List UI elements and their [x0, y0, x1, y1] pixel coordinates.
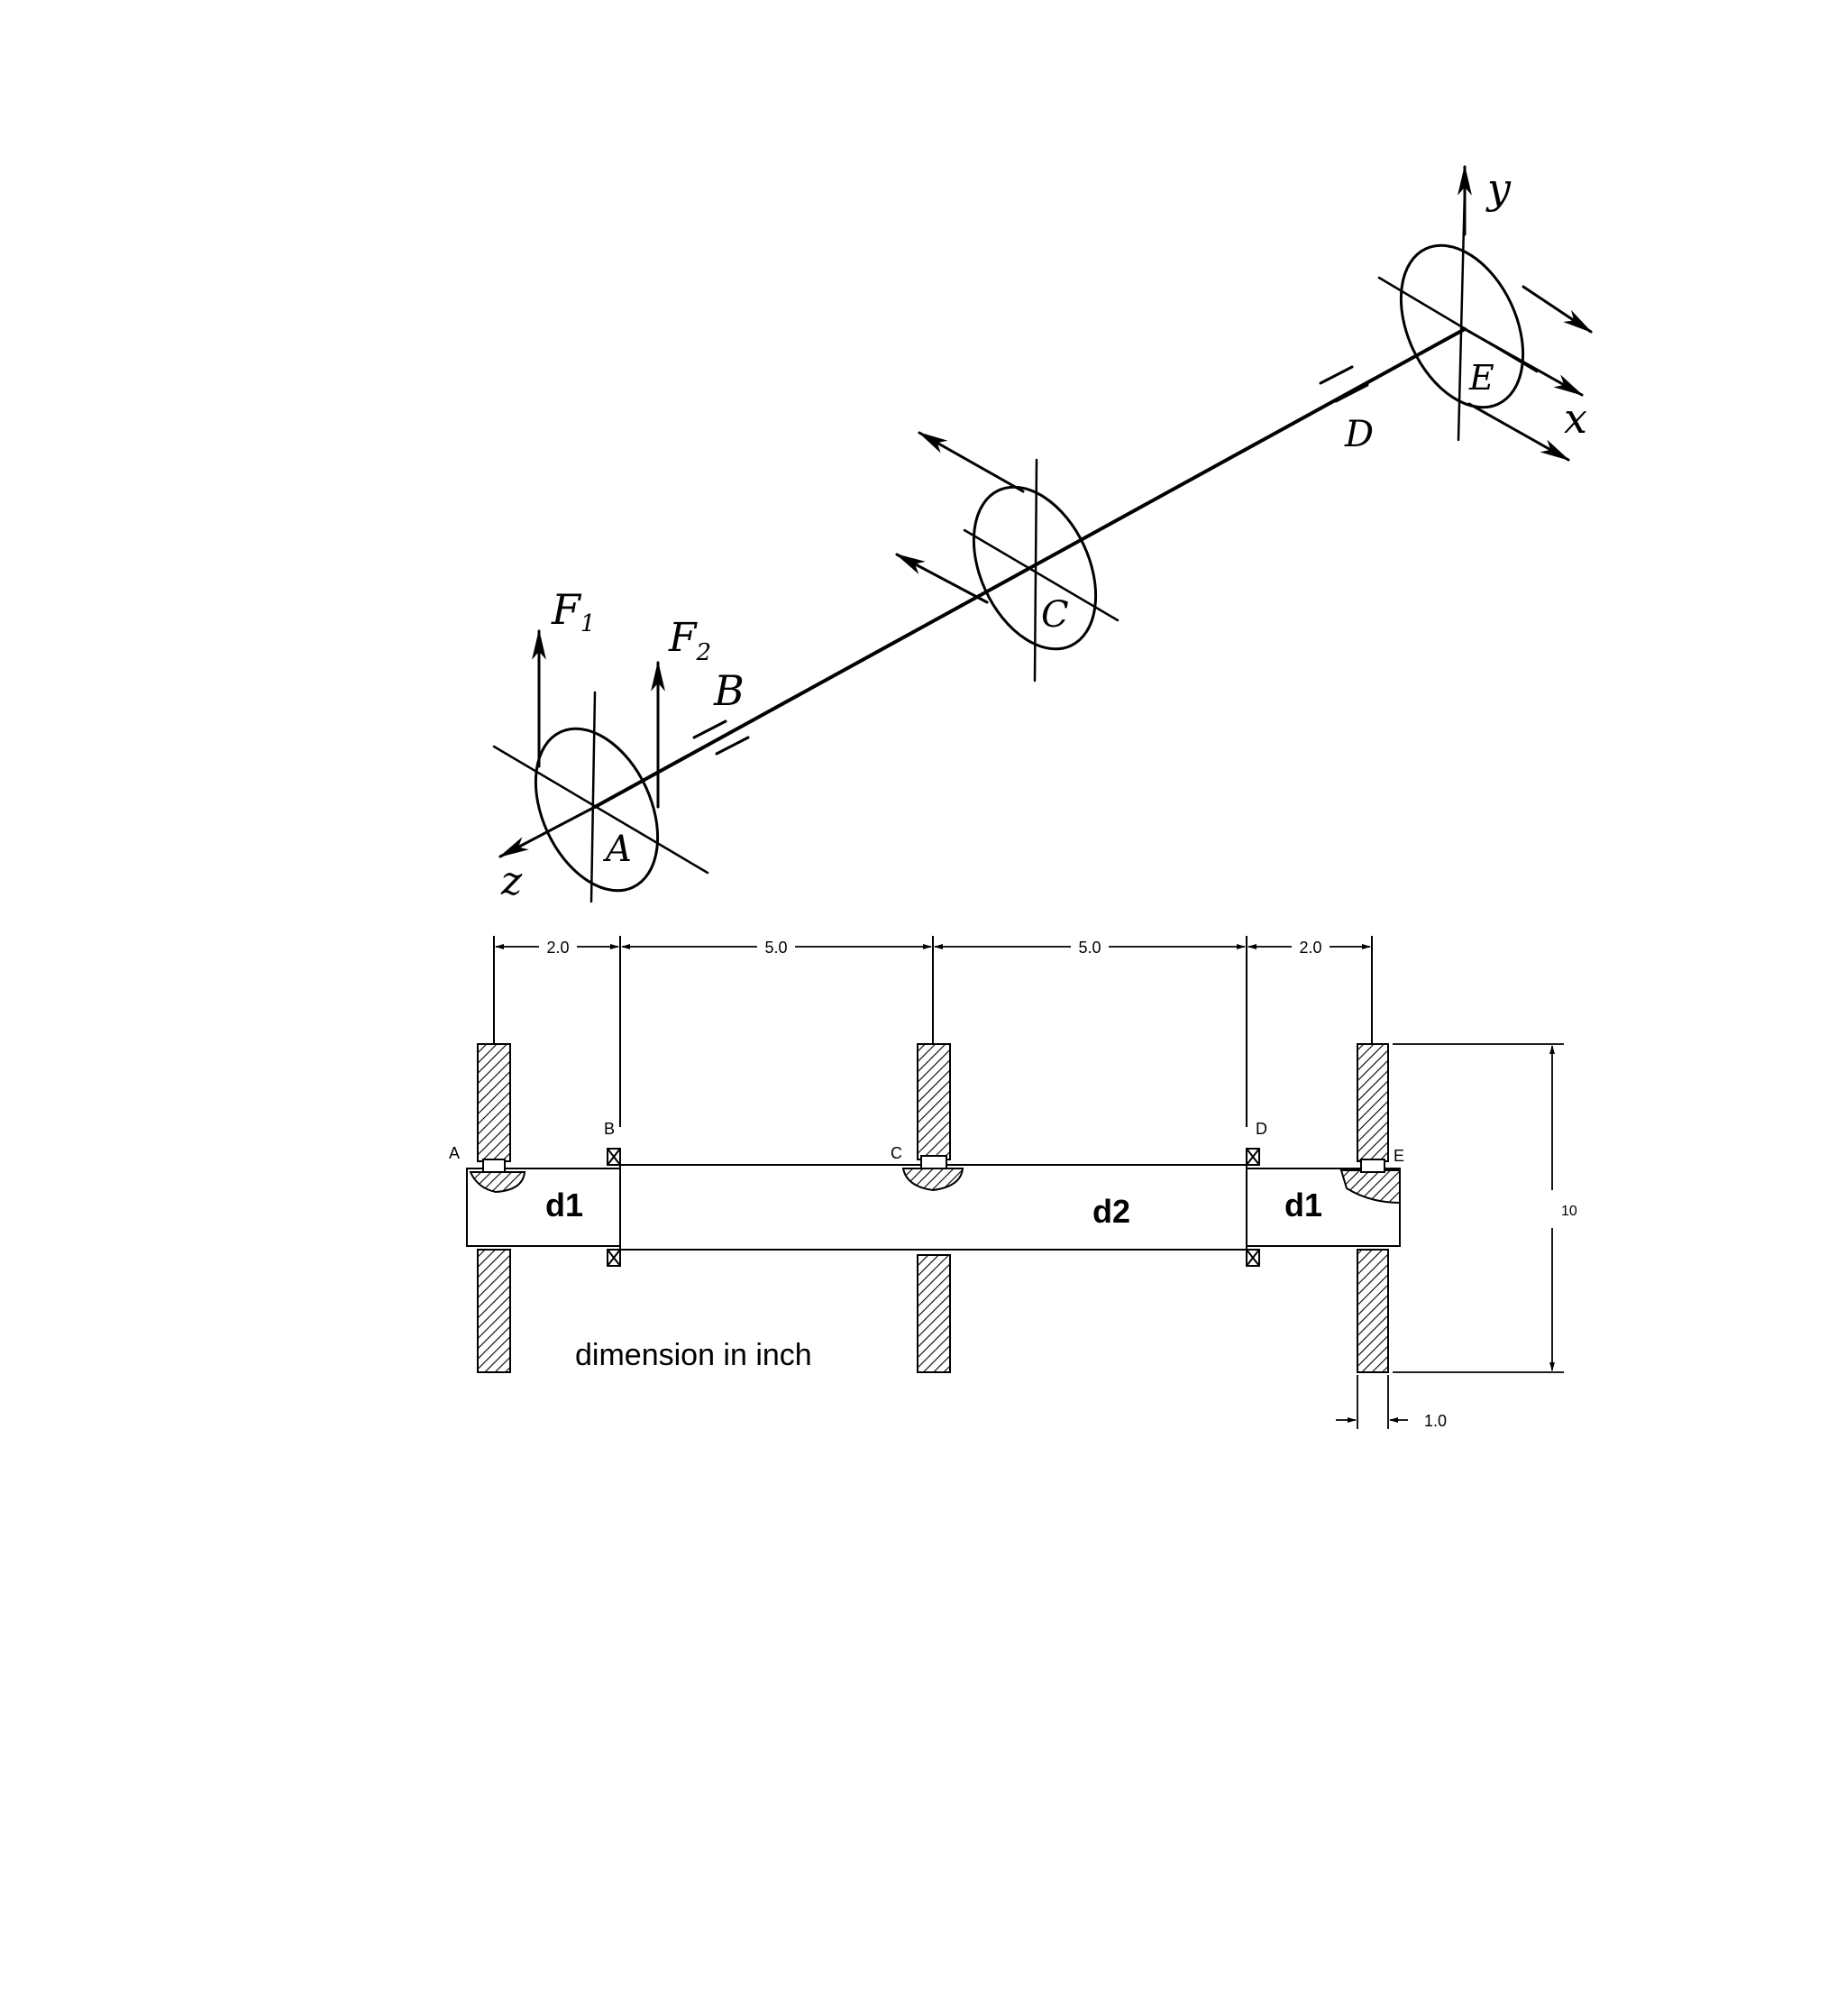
gear-e-sketch: [1377, 164, 1593, 462]
gear-width-dimension: [1336, 1375, 1408, 1429]
gear-c-sketch: [894, 431, 1119, 683]
axis-x-label: x: [1564, 394, 1587, 443]
shaft-point-d-label: D: [1256, 1120, 1267, 1138]
shaft-point-b-label: B: [604, 1120, 615, 1138]
shaft-labels: 2.0 5.0 5.0 2.0 A B C D E d1 d2 d1 10 1.…: [449, 939, 1577, 1430]
shaft-drawing: [466, 936, 1564, 1429]
point-d-label: D: [1344, 414, 1374, 455]
key-a: [482, 1159, 506, 1173]
gear-diameter-dimension: [1393, 1043, 1564, 1373]
gear-a: [469, 1043, 526, 1373]
gear-e: [1339, 1043, 1401, 1373]
gear-a-sketch: [492, 691, 709, 903]
gear-diameter-label: 10: [1561, 1204, 1577, 1219]
bearing-d-sketch: [1319, 365, 1369, 403]
isometric-labels: A B C D E F1 F2 x y z: [500, 164, 1587, 904]
dim-ab-label: 2.0: [546, 939, 569, 957]
point-a-label: A: [602, 829, 632, 870]
axis-z-label: z: [500, 858, 523, 904]
gear-width-label: 1.0: [1424, 1412, 1447, 1430]
dim-cd-label: 5.0: [1078, 939, 1101, 957]
diameter-d2-label: d2: [1092, 1193, 1130, 1230]
shaft-point-a-label: A: [449, 1144, 460, 1162]
dimension-extension-lines: [493, 936, 1373, 1127]
bearing-d: [1246, 1148, 1260, 1267]
key-c: [920, 1155, 947, 1169]
point-c-label: C: [1041, 594, 1069, 636]
units-note: dimension in inch: [575, 1338, 812, 1372]
gear-c-force-arrow-top: [918, 431, 1025, 493]
force-f1-label: F1: [551, 585, 595, 637]
point-e-label: E: [1468, 358, 1494, 398]
diameter-d1-right-label: d1: [1284, 1187, 1322, 1223]
point-b-label: B: [713, 666, 745, 715]
key-e: [1360, 1159, 1385, 1173]
gear-e-force-arrow-bottom: [1467, 402, 1570, 462]
diameter-d1-left-label: d1: [545, 1187, 583, 1223]
gear-c: [901, 1043, 964, 1373]
axis-y-label: y: [1485, 164, 1512, 213]
force-f2-label: F2: [668, 615, 711, 666]
gear-c-force-arrow-bottom: [894, 553, 989, 604]
bearing-b: [607, 1148, 621, 1267]
isometric-sketch: [492, 164, 1593, 903]
dim-de-label: 2.0: [1299, 939, 1321, 957]
dim-bc-label: 5.0: [764, 939, 787, 957]
shaft-point-e-label: E: [1394, 1147, 1404, 1165]
shaft-point-c-label: C: [891, 1144, 902, 1162]
gear-e-force-arrow-top: [1522, 285, 1593, 334]
bearing-b-sketch: [692, 719, 750, 756]
